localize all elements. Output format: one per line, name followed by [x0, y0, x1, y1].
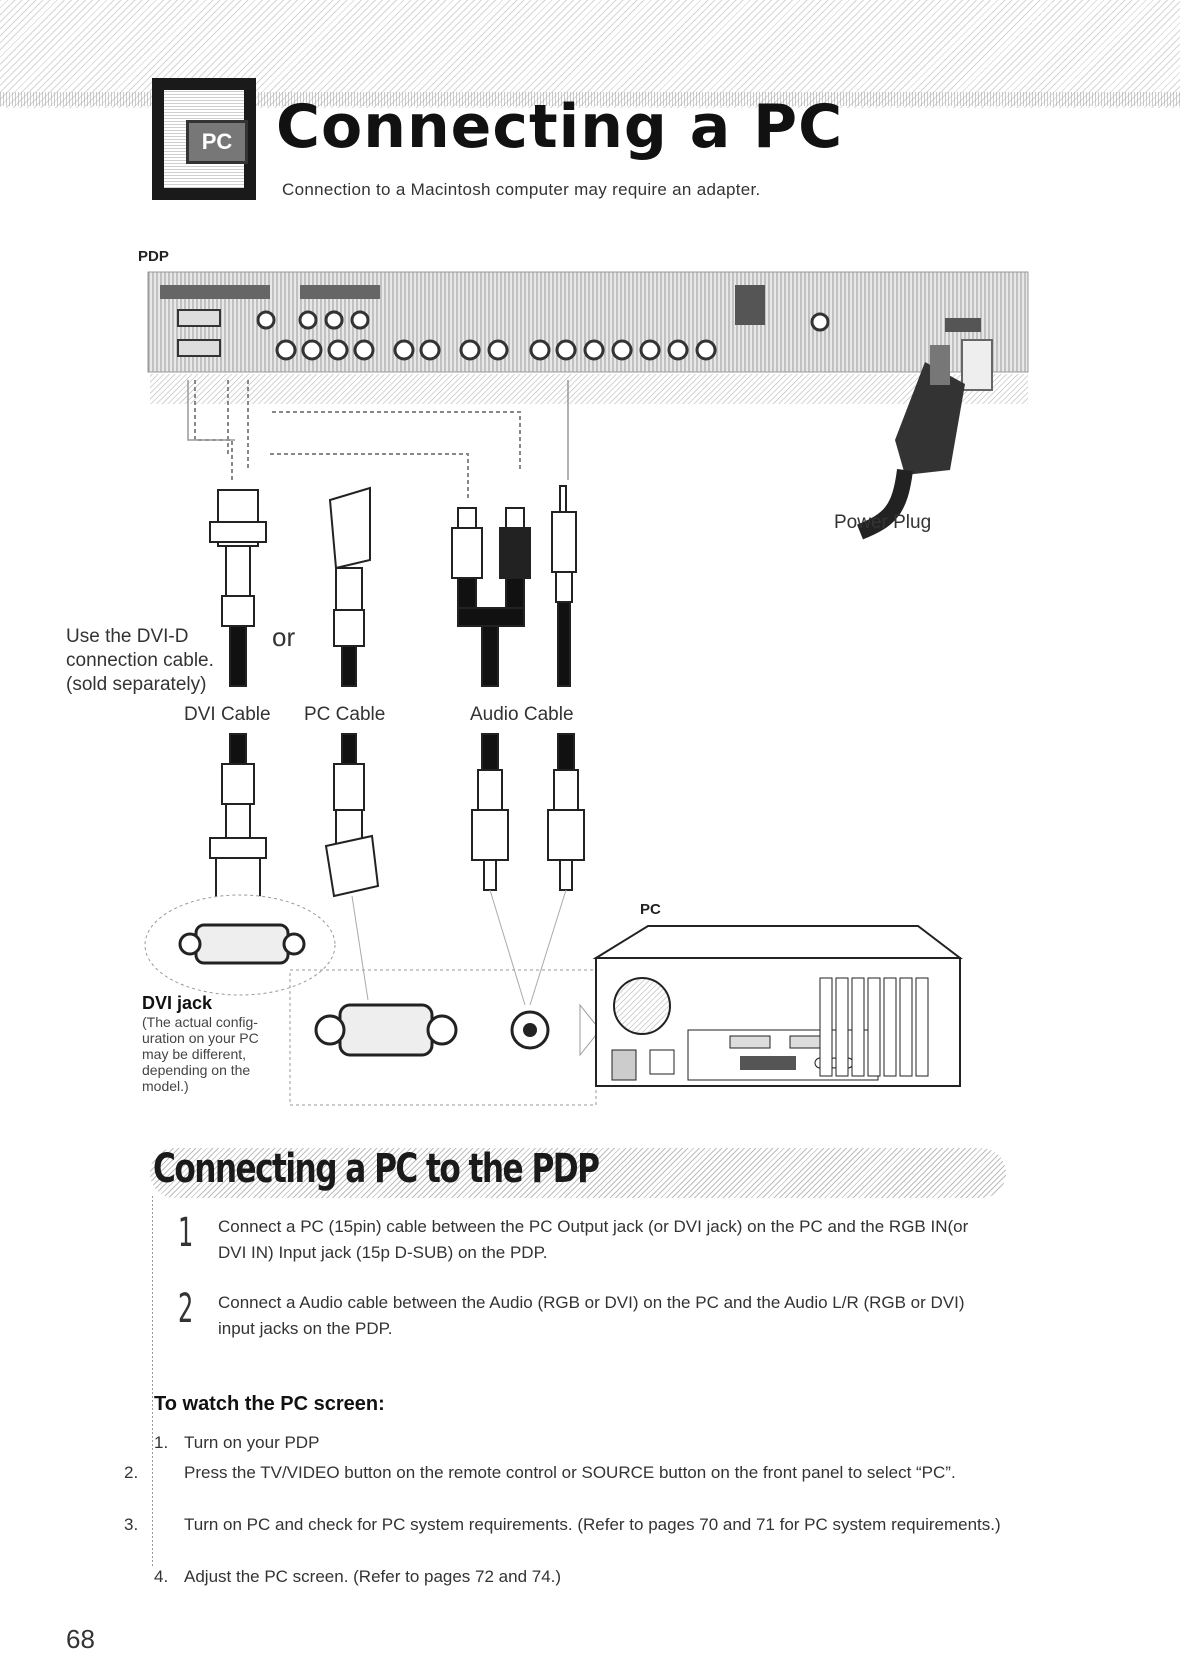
pc-label: PC	[640, 901, 661, 918]
watch-item-1: 1. Turn on your PDP	[154, 1432, 984, 1453]
section-banner	[150, 1148, 1006, 1198]
dvi-jack-note: (The actual config-uration on your PC ma…	[142, 1014, 259, 1094]
connection-diagram	[144, 271, 1029, 1106]
step-number: 2	[178, 1286, 194, 1332]
pdp-back-panel	[147, 271, 1029, 404]
watch-item-number: 2.	[124, 1463, 139, 1482]
audio-cable-label: Audio Cable	[470, 704, 574, 725]
pc-cable-bottom	[324, 733, 380, 898]
watch-item-number: 3.	[124, 1515, 139, 1534]
pc-computer	[592, 925, 963, 1087]
power-plug-label: Power Plug	[834, 512, 932, 533]
step-text: Connect a PC (15pin) cable between the P…	[218, 1217, 969, 1262]
dvi-cable-label: DVI Cable	[184, 704, 271, 725]
audio-cable-bottom	[471, 733, 585, 891]
step-number: 1	[178, 1210, 194, 1256]
pc-icon: PC	[152, 78, 256, 200]
watch-item-text: Turn on your PDP	[184, 1433, 320, 1452]
page-subtitle: Connection to a Macintosh computer may r…	[282, 180, 761, 199]
page-number: 68	[66, 1624, 95, 1654]
watch-item-2: 2. Press the TV/VIDEO button on the remot…	[124, 1462, 1014, 1483]
power-plug	[856, 345, 965, 540]
dvi-note-line3: (sold separately)	[66, 674, 207, 695]
or-label: or	[272, 622, 296, 652]
dvi-note-line2: connection cable.	[66, 650, 214, 671]
dvi-jack-callout	[144, 894, 336, 996]
section-rule	[152, 1196, 153, 1566]
pc-icon-label: PC	[186, 120, 248, 164]
dvi-jack-title: DVI jack	[142, 993, 213, 1013]
dvi-cable-bottom	[209, 733, 267, 903]
audio-cable-top	[451, 485, 577, 687]
section-title: Connecting a PC to the PDP	[153, 1146, 600, 1192]
dvi-cable-top	[209, 489, 267, 687]
pc-jack-panel	[289, 969, 601, 1106]
pdp-label: PDP	[138, 248, 169, 265]
dvi-note-line1: Use the DVI-D	[66, 626, 189, 647]
page-title: Connecting a PC	[276, 92, 844, 162]
watch-item-number: 4.	[154, 1567, 169, 1586]
watch-item-3: 3. Turn on PC and check for PC system req…	[124, 1514, 1014, 1535]
pc-cable-top	[328, 486, 371, 687]
watch-item-text: Press the TV/VIDEO button on the remote …	[184, 1463, 956, 1482]
watch-heading: To watch the PC screen:	[154, 1393, 385, 1415]
step-text: Connect a Audio cable between the Audio …	[218, 1293, 965, 1338]
watch-item-text: Turn on PC and check for PC system requi…	[184, 1515, 1001, 1534]
watch-item-number: 1.	[154, 1433, 169, 1452]
pc-cable-label: PC Cable	[304, 704, 386, 725]
watch-item-text: Adjust the PC screen. (Refer to pages 72…	[184, 1567, 562, 1586]
watch-item-4: 4. Adjust the PC screen. (Refer to pages …	[154, 1566, 984, 1587]
